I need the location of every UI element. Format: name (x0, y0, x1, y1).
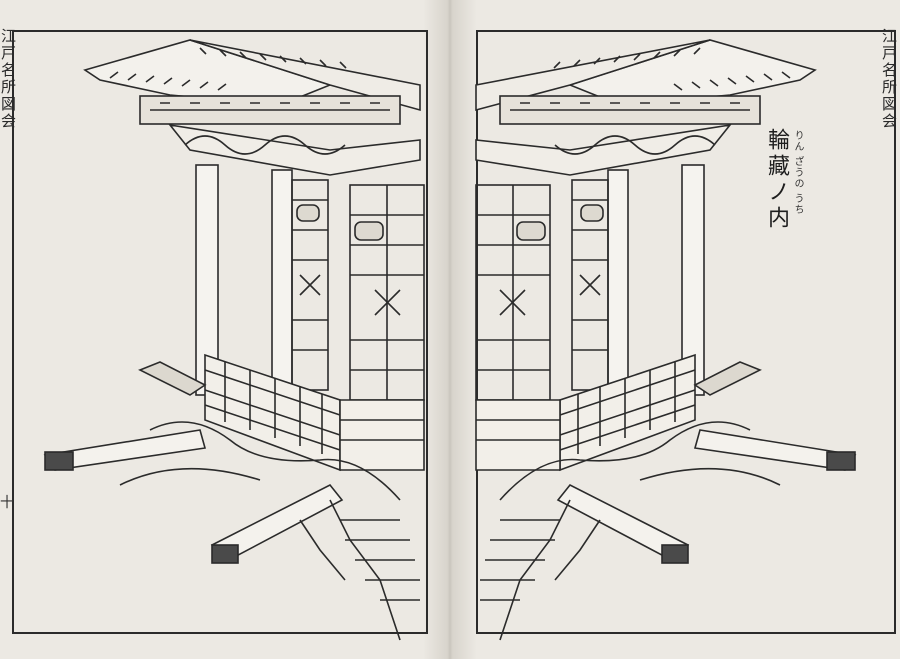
body-left (195, 164, 425, 401)
right-page-border (476, 30, 896, 634)
left-page-header: 江戸名所図会 (0, 28, 17, 130)
base-beams-left (43, 361, 420, 641)
railing-right (475, 353, 696, 472)
base-beams-right (480, 361, 857, 641)
book-gutter (424, 0, 476, 659)
railing-left (204, 353, 425, 472)
left-page-border (12, 30, 428, 634)
caption-reading: りん ざうの うち (792, 130, 803, 216)
page-number: 十 (0, 495, 14, 511)
right-page-header: 江戸名所図会 (880, 28, 898, 130)
illustration-caption: 輪藏ノ内 (764, 128, 789, 232)
roof-right (475, 39, 817, 176)
roof-left (83, 39, 421, 176)
